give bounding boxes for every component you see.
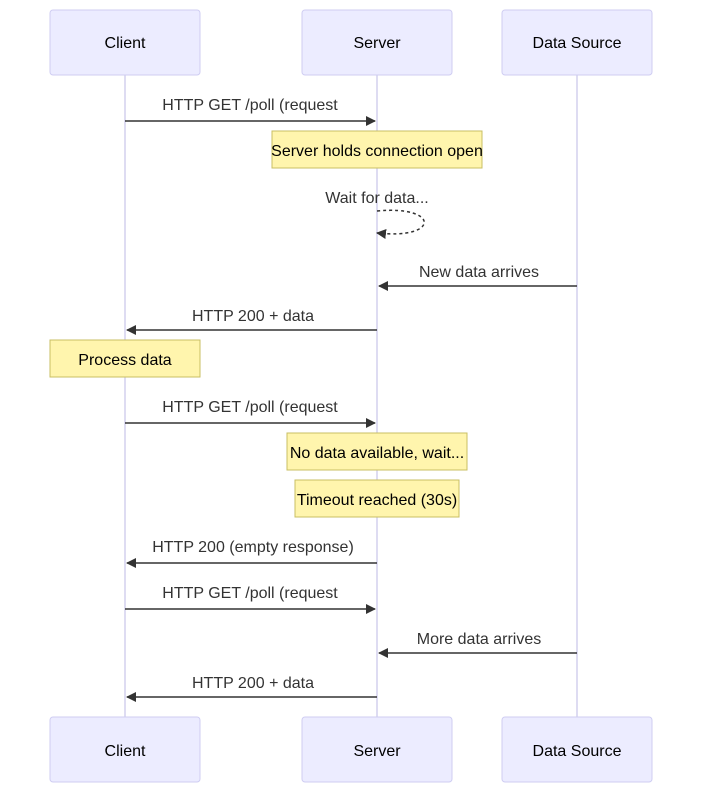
- message-label: New data arrives: [419, 264, 539, 281]
- data-source-actor-top: Data Source: [501, 9, 653, 76]
- message-label: HTTP GET /poll (request: [162, 97, 338, 114]
- message-wait-for-data: Wait for data...: [325, 190, 429, 239]
- message-label: More data arrives: [417, 631, 542, 648]
- message-label: HTTP 200 + data: [192, 675, 314, 692]
- message-more-data-arrives: More data arrives: [378, 631, 577, 658]
- data-source-actor-label: Data Source: [533, 35, 622, 52]
- message-http-200-data-1: HTTP 200 + data: [126, 308, 377, 335]
- message-label: HTTP GET /poll (request: [162, 399, 338, 416]
- note-label: Server holds connection open: [271, 143, 483, 160]
- message-label: HTTP 200 + data: [192, 308, 314, 325]
- message-new-data-arrives: New data arrives: [378, 264, 577, 291]
- note-process-data: Process data: [49, 339, 201, 378]
- note-server-holds-connection: Server holds connection open: [271, 130, 483, 169]
- server-actor-label: Server: [353, 743, 401, 760]
- data-source-actor-label: Data Source: [533, 743, 622, 760]
- message-poll-request-1: HTTP GET /poll (request: [125, 97, 376, 126]
- note-label: Timeout reached (30s): [297, 492, 457, 509]
- message-label: Wait for data...: [325, 190, 428, 207]
- server-actor-label: Server: [353, 35, 401, 52]
- note-label: Process data: [78, 352, 171, 369]
- message-poll-request-2: HTTP GET /poll (request: [125, 399, 376, 428]
- client-actor-label: Client: [105, 35, 146, 52]
- client-actor-label: Client: [105, 743, 146, 760]
- message-label: HTTP 200 (empty response): [152, 539, 354, 556]
- note-no-data-available: No data available, wait...: [286, 432, 468, 471]
- message-http-200-data-2: HTTP 200 + data: [126, 675, 377, 702]
- note-label: No data available, wait...: [290, 445, 464, 462]
- message-poll-request-3: HTTP GET /poll (request: [125, 585, 376, 614]
- message-http-200-empty: HTTP 200 (empty response): [126, 539, 377, 568]
- client-actor-top: Client: [49, 9, 201, 76]
- client-actor-bottom: Client: [49, 716, 201, 783]
- data-source-actor-bottom: Data Source: [501, 716, 653, 783]
- server-actor-bottom: Server: [301, 716, 453, 783]
- note-timeout-reached: Timeout reached (30s): [294, 479, 460, 518]
- server-actor-top: Server: [301, 9, 453, 76]
- message-label: HTTP GET /poll (request: [162, 585, 338, 602]
